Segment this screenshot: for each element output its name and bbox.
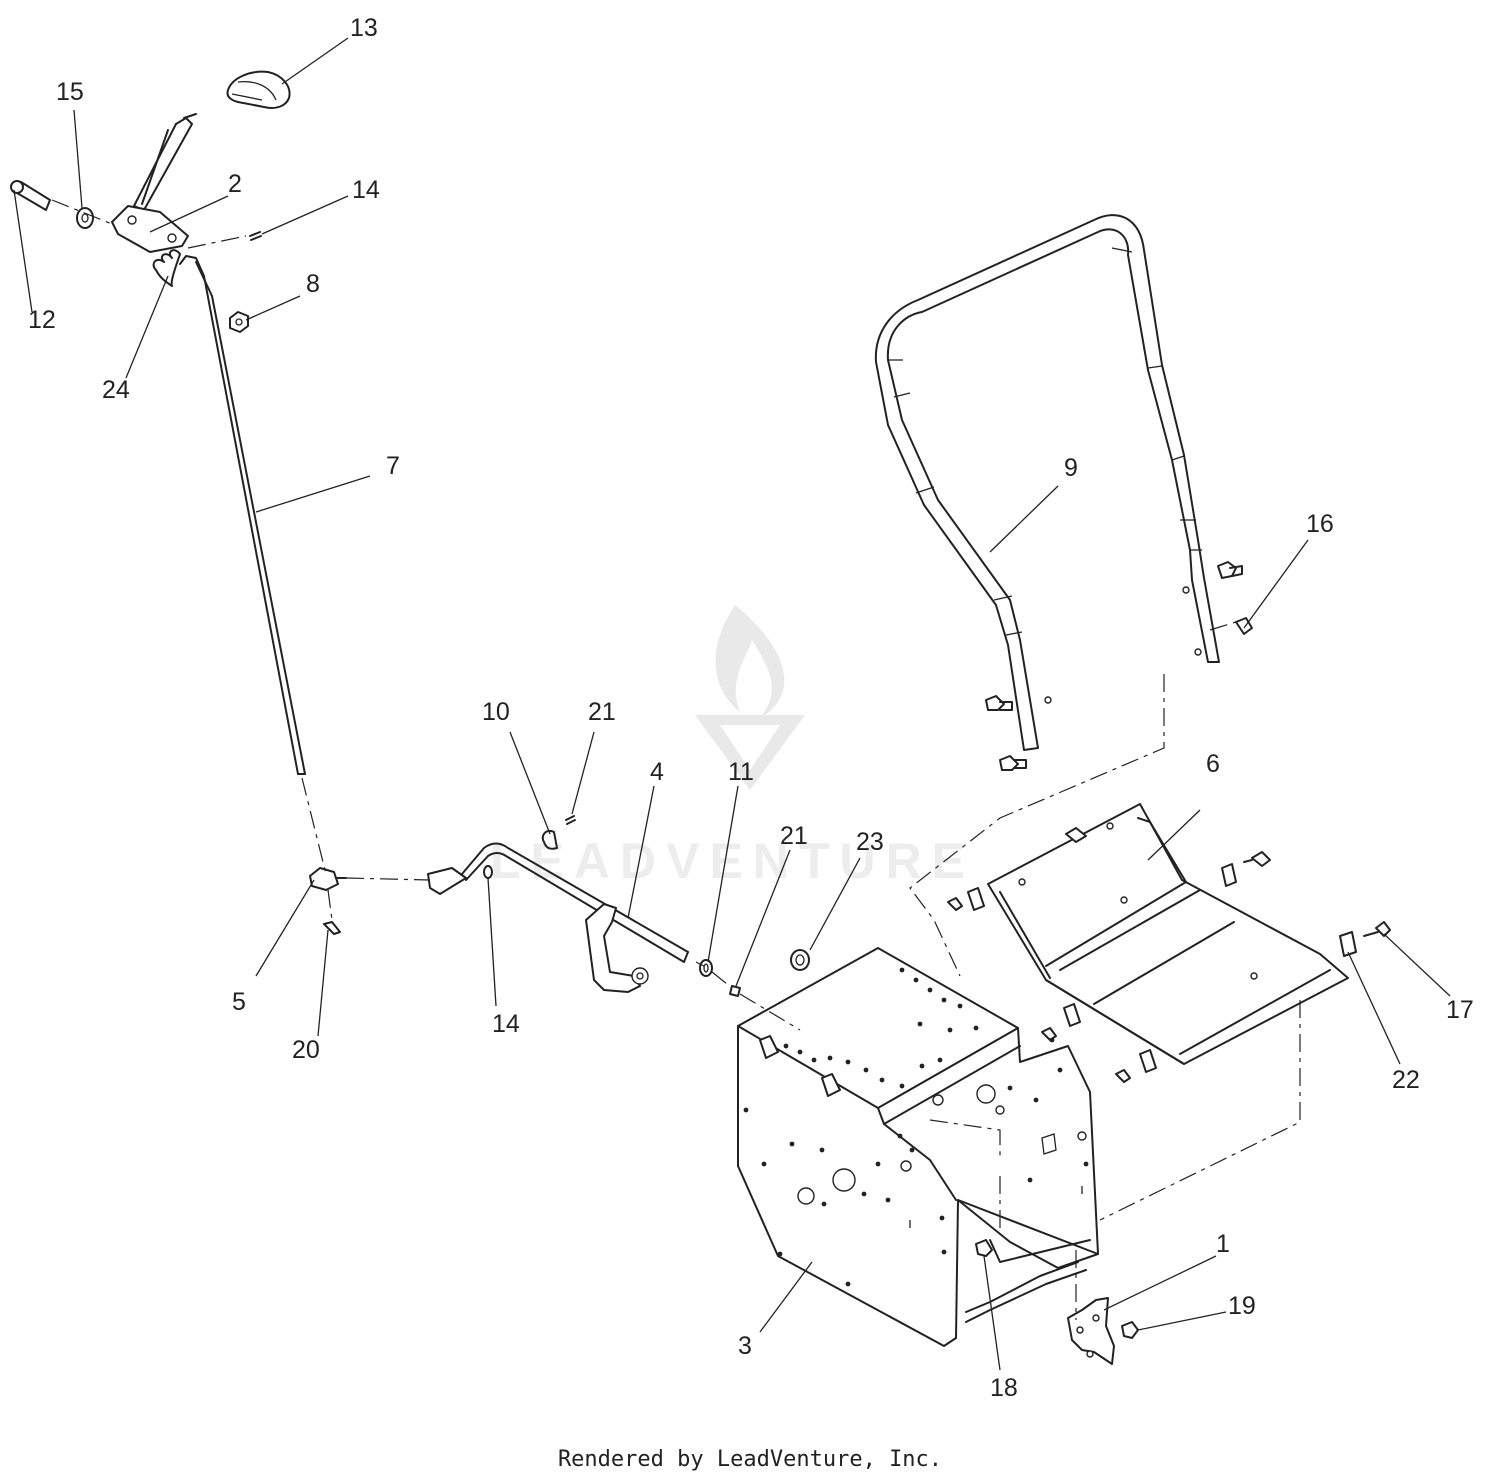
part-17-bolt (947, 851, 1391, 1083)
part-18-stud (975, 1239, 993, 1257)
callout-19: 19 (1228, 1292, 1256, 1320)
callout-2: 2 (228, 170, 242, 198)
part-24-spring (152, 249, 181, 287)
part-7-shift-rod (179, 255, 306, 775)
part-1-bracket (1067, 1297, 1115, 1365)
callout-15: 15 (56, 78, 84, 106)
footer-credit: Rendered by LeadVenture, Inc. (557, 1447, 943, 1472)
callout-13: 13 (350, 14, 378, 42)
part-14-clip-lower (483, 865, 493, 879)
part-21-pin-upper (565, 815, 576, 825)
part-8-nut (229, 311, 249, 333)
frame-holes (743, 967, 1089, 1287)
callout-7: 7 (386, 452, 400, 480)
callout-5: 5 (232, 988, 246, 1016)
callout-12: 12 (28, 306, 56, 334)
callout-23: 23 (856, 828, 884, 856)
part-6-shroud (987, 803, 1349, 1065)
part-15-washer (76, 207, 94, 229)
part-4-shift-arm (427, 842, 689, 993)
part-9-handlebar (874, 214, 1220, 751)
callout-14-upper: 14 (352, 176, 380, 204)
assembly-dash-lines (51, 199, 1301, 1320)
callout-3: 3 (738, 1332, 752, 1360)
callout-14-lower: 14 (492, 1010, 520, 1038)
part-14-cotter-pin-upper (249, 231, 262, 241)
callout-21-upper: 21 (588, 698, 616, 726)
callout-4: 4 (650, 758, 664, 786)
callout-24: 24 (102, 376, 130, 404)
part-19-nut (1121, 1321, 1139, 1339)
callout-6: 6 (1206, 750, 1220, 778)
part-5-swivel (309, 867, 347, 891)
callout-20: 20 (292, 1036, 320, 1064)
part-16-bolts (985, 561, 1253, 771)
leader-lines (13, 37, 1451, 1371)
part-23-grommet (790, 949, 810, 971)
part-10-clip (541, 830, 558, 850)
callout-labels: 13 15 2 14 8 12 24 7 9 16 10 21 4 11 6 2… (28, 14, 1474, 1402)
part-22-clips (967, 863, 1357, 1073)
part-2-shift-lever (111, 113, 197, 253)
part-21-pin-lower (729, 985, 741, 997)
callout-10: 10 (482, 698, 510, 726)
callout-22: 22 (1392, 1066, 1420, 1094)
part-20-cotter (323, 921, 341, 935)
callout-1: 1 (1216, 1230, 1230, 1258)
watermark-text: LEADVENTURE (490, 833, 975, 889)
callout-16: 16 (1306, 510, 1334, 538)
callout-8: 8 (306, 270, 320, 298)
callout-11: 11 (728, 758, 754, 786)
part-3-frame (737, 947, 1099, 1347)
callout-9: 9 (1064, 454, 1078, 482)
part-11-bushing (699, 959, 713, 977)
watermark-logo: LEADVENTURE (490, 605, 975, 889)
callout-21-lower: 21 (780, 822, 808, 850)
callout-18: 18 (990, 1374, 1018, 1402)
part-13-knob (226, 70, 291, 109)
callout-17: 17 (1446, 996, 1474, 1024)
